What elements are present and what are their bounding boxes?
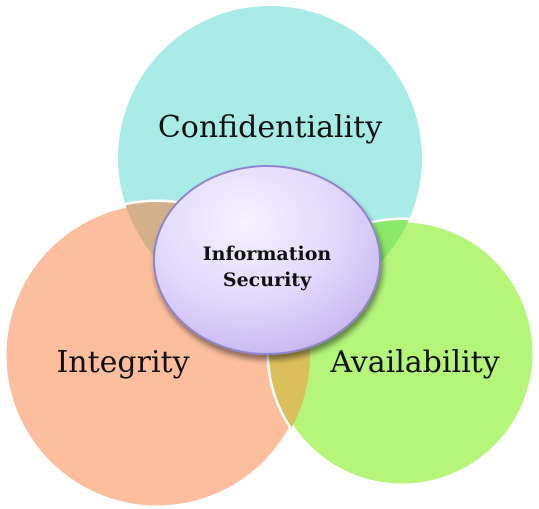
confidentiality-label: Confidentiality [158, 110, 382, 145]
center-ellipse [153, 165, 381, 355]
center-label-line1: Information [203, 243, 332, 265]
availability-label: Availability [329, 345, 499, 380]
integrity-label: Integrity [56, 345, 189, 380]
center-label-line2: Security [223, 269, 312, 291]
